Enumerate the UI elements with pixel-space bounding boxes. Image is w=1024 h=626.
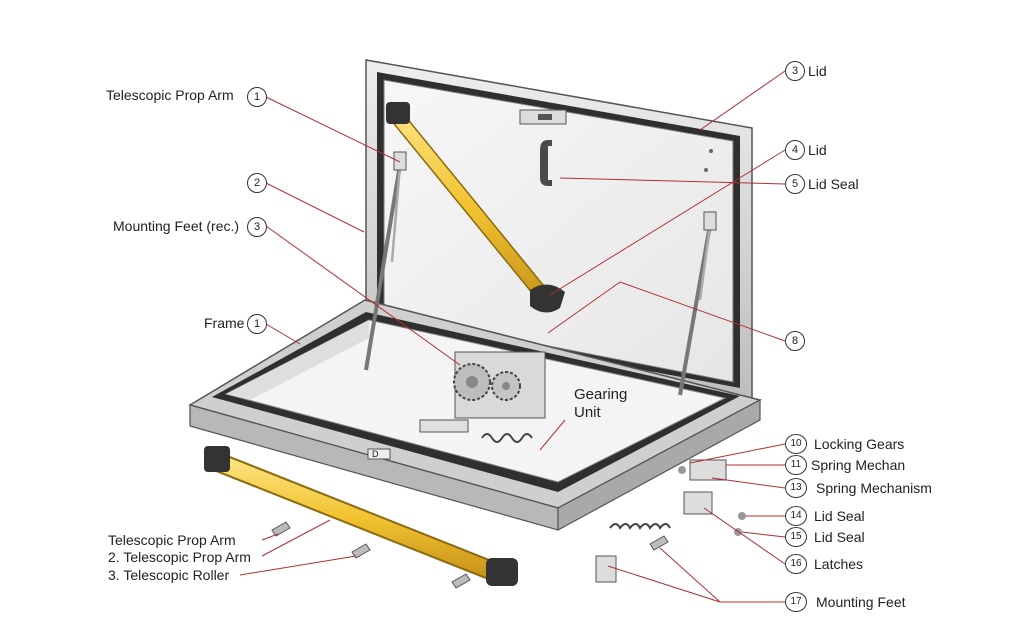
callout-label-lid-seal: Lid Seal — [814, 529, 865, 545]
callout-label-spring-mechanism: Spring Mechanism — [816, 480, 932, 496]
interior-hardware — [419, 419, 533, 443]
callout-number: 3 — [785, 61, 805, 81]
callout-label-mounting-feet: Mounting Feet — [816, 594, 906, 610]
callout-label-locking-gears: Locking Gears — [814, 436, 905, 452]
gearing-unit-label-line1: Gearing — [574, 386, 628, 403]
callout-number: 3 — [247, 217, 267, 237]
gearing-unit-label-line2: Unit — [574, 404, 601, 421]
callout-label-lid-seal: Lid Seal — [808, 176, 859, 192]
lid-handle — [540, 140, 552, 186]
callout-number: 13 — [785, 478, 807, 498]
callout-number: 16 — [785, 554, 807, 574]
callout-number: 2 — [247, 173, 267, 193]
detached-prop-arm — [204, 446, 518, 586]
callout-label-spring-mechan: Spring Mechan — [811, 457, 906, 473]
gas-struts — [364, 151, 717, 396]
callout-label-lid: Lid — [808, 63, 827, 79]
callout-label-lid: Lid — [808, 142, 827, 158]
callout-number: 10 — [785, 434, 807, 454]
frame-plate-text: D — [372, 449, 379, 459]
callout-number: 8 — [785, 331, 805, 351]
bottom-list-item: 2. Telescopic Prop Arm — [108, 549, 251, 565]
bottom-list-item: 3. Telescopic Roller — [108, 567, 230, 583]
callout-number: 14 — [785, 506, 807, 526]
leader-lines — [239, 70, 786, 603]
callout-number: 17 — [785, 592, 807, 612]
callout-number: 1 — [247, 87, 267, 107]
callout-label-mounting-feet: Mounting Feet (rec.) — [113, 218, 240, 234]
lid — [365, 59, 753, 399]
callout-label-lid-seal: Lid Seal — [814, 508, 865, 524]
callout-number: 11 — [785, 455, 807, 475]
callout-number: 4 — [785, 140, 805, 160]
bottom-list-item: Telescopic Prop Arm — [108, 532, 236, 548]
callout-label-telescopic-prop-arm: Telescopic Prop Arm — [106, 87, 234, 103]
callout-number: 5 — [785, 174, 805, 194]
callout-label-frame: Frame — [204, 315, 245, 331]
gearing-unit — [453, 351, 546, 419]
callout-number: 15 — [785, 527, 807, 547]
callout-label-latches: Latches — [814, 556, 864, 572]
callout-number: 1 — [247, 314, 267, 334]
